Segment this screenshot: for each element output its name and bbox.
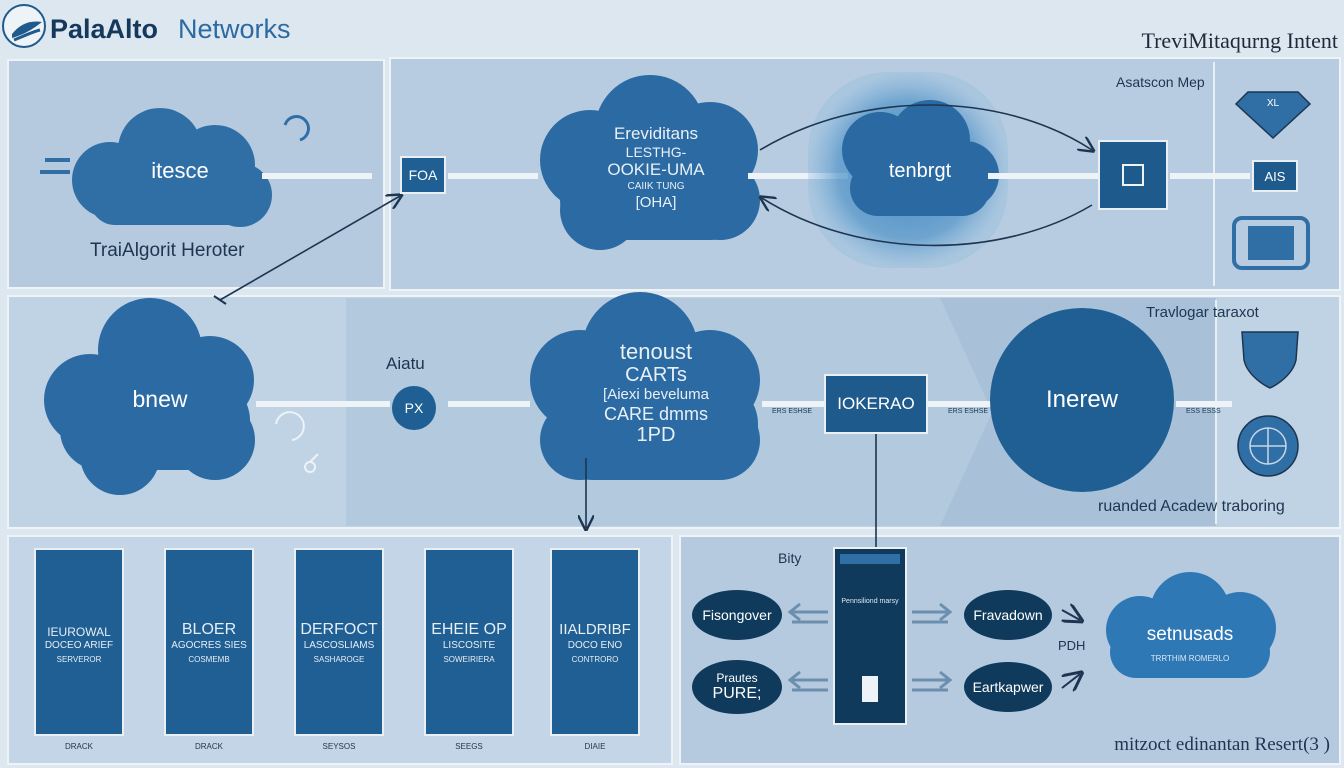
mid-cloud-line-5: 1PD (636, 424, 676, 446)
column-line: DOCEO ARIEF (44, 640, 114, 651)
central-cloud-line-1: Ereviditans (613, 124, 699, 143)
brand-logo[interactable]: PalaAlto Networks (2, 4, 322, 50)
column-line: DOCO ENO (567, 640, 623, 651)
tag-foa[interactable]: FOA (400, 156, 446, 194)
cloud-itesce (72, 108, 272, 227)
column-line: DERFOCT (300, 621, 378, 638)
mid-cloud-line-2: CARTs (625, 364, 687, 386)
column-line: BLOER (181, 621, 237, 638)
tiny-label-mid: ERS ESHSE (948, 408, 989, 415)
column-sub: SEYSOS (322, 742, 356, 751)
brand-name-bold: PalaAlto (50, 14, 159, 44)
column-line: CONTRORO (571, 655, 619, 664)
column-sub: DRACK (64, 742, 93, 751)
ax-label: Aiatu (386, 354, 425, 373)
bottom-cloud-title: setnusads (1146, 624, 1234, 645)
middle-footer-label: ruanded Acadew traboring (1098, 498, 1285, 515)
bottom-footer: mitzoct edinantan Resert(3 ) (1114, 734, 1330, 755)
central-cloud-line-3: OOKIE-UMA (607, 160, 705, 179)
column-sub: DRACK (194, 742, 223, 751)
pdh-label: PDH (1058, 638, 1086, 653)
globe-icon (1238, 416, 1298, 476)
diamond-icon: XL (1266, 98, 1280, 109)
server-icon (834, 548, 906, 724)
logo-mark-icon (2, 4, 46, 48)
middle-right-label: Travlogar taraxot (1146, 304, 1259, 321)
tiny-label-right: ESS ESSS (1186, 408, 1221, 415)
column-card-1[interactable]: IEUROWAL DOCEO ARIEF SERVEROR (34, 548, 124, 736)
oval-eartkapwer[interactable]: Eartkapwer (964, 662, 1052, 712)
cloud-itesce-label: itesce (151, 158, 209, 183)
mid-cloud-line-3: [Aiexi beveluma (603, 386, 709, 403)
central-cloud-text: Ereviditans LESTHG- OOKIE-UMA CAIIK TUNG… (566, 124, 746, 212)
oval-fisongover[interactable]: Fisongover (692, 590, 782, 640)
map-label: Asatscon Mep (1116, 74, 1205, 90)
shield-icon (1242, 332, 1298, 388)
column-line: SERVEROR (56, 655, 102, 664)
column-sub: SEEGS (455, 742, 483, 751)
oval-fravadown[interactable]: Fravadown (964, 590, 1052, 640)
oval-prautes[interactable]: Prautes PURE; (692, 660, 782, 714)
big-circle-label: Inerew (1045, 386, 1119, 413)
mid-cloud-line-1: tenoust (619, 339, 693, 364)
column-card-3[interactable]: DERFOCT LASCOSLIAMS SASHAROGE (294, 548, 384, 736)
bity-label: Bity (778, 550, 802, 566)
column-line: SASHAROGE (313, 655, 365, 664)
top-left-caption: TraiAlgorit Heroter (90, 240, 245, 261)
screen-node[interactable] (1098, 140, 1168, 210)
column-line: SOWEIRIERA (443, 655, 495, 664)
column-card-4[interactable]: EHEIE OP LISCOSITE SOWEIRIERA (424, 548, 514, 736)
column-card-5[interactable]: IIALDRIBF DOCO ENO CONTRORO (550, 548, 640, 736)
column-line: COSMEMB (188, 655, 230, 664)
column-card-2[interactable]: BLOER AGOCRES SIES COSMEMB (164, 548, 254, 736)
column-line: AGOCRES SIES (171, 640, 247, 651)
ais-badge[interactable]: AIS (1252, 160, 1298, 192)
central-cloud-line-4: CAIIK TUNG (627, 181, 685, 192)
mid-cloud-line-4: CARE dmms (603, 404, 708, 424)
center-box-node[interactable]: IOKERAO (824, 374, 928, 434)
tiny-label-left: ERS ESHSE (772, 408, 813, 415)
mid-cloud-text: tenoust CARTs [Aiexi beveluma CARE dmms … (556, 339, 756, 447)
brand-name-light: Networks (178, 14, 291, 44)
cloud-bnew-label: bnew (132, 386, 188, 412)
px-node[interactable]: PX (392, 386, 436, 430)
page-title: TreviMitaqurng Intent (1141, 28, 1338, 53)
column-line: LASCOSLIAMS (303, 640, 375, 651)
bottom-cloud-sub: TRRTHIM ROMERLO (1150, 654, 1230, 663)
column-line: LISCOSITE (442, 640, 496, 651)
column-line: IIALDRIBF (559, 621, 631, 638)
central-cloud-line-5: [OHA] (635, 194, 677, 211)
column-line: EHEIE OP (431, 621, 507, 638)
column-sub: DIAIE (584, 742, 606, 751)
monitor-icon (1122, 164, 1144, 186)
glow-cloud-label: tenbrgt (888, 160, 952, 182)
central-cloud-line-2: LESTHG- (625, 144, 687, 160)
column-line: IEUROWAL (47, 625, 111, 639)
device-icon (1234, 218, 1308, 268)
server-label: Pennsiliond marsy (841, 598, 899, 605)
